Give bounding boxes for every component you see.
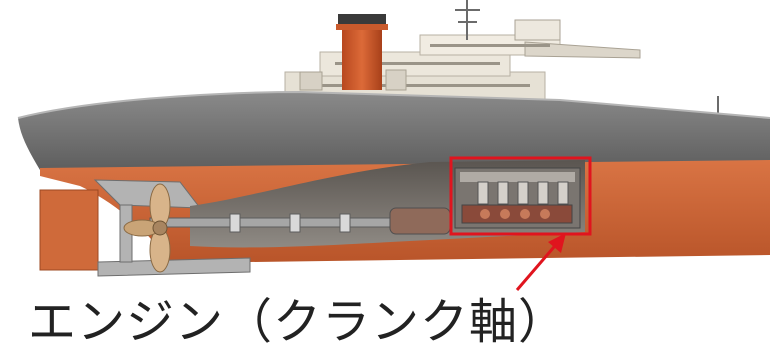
deck-line	[17, 90, 770, 119]
engine-icon	[454, 167, 581, 229]
rudder	[39, 189, 99, 271]
propeller-icon	[123, 183, 171, 273]
funnel	[299, 14, 407, 91]
engine-callout-box	[449, 156, 592, 236]
propeller-shaft	[149, 207, 451, 235]
upper-hull	[18, 92, 770, 170]
engine-crankshaft-caption: エンジン（クランク軸）	[28, 294, 568, 350]
stern-frame	[93, 179, 251, 277]
callout-arrow-icon	[515, 233, 566, 291]
